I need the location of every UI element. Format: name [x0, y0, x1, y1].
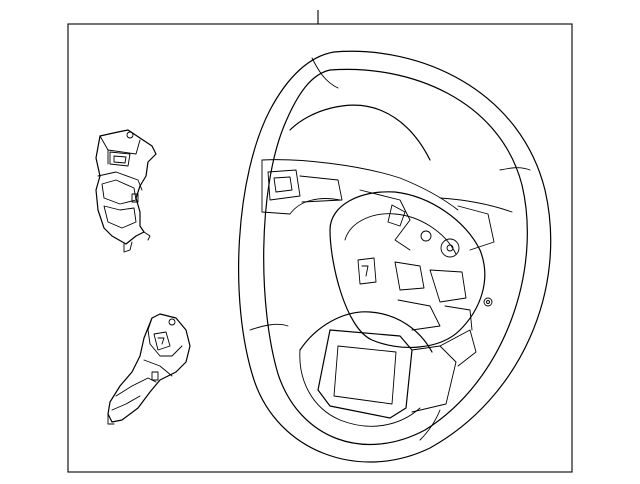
steering-wheel-assembly — [238, 50, 552, 463]
left-switch-assembly-lower — [107, 313, 191, 425]
left-switch-assembly-upper — [95, 129, 157, 253]
diagram-frame — [67, 23, 573, 473]
